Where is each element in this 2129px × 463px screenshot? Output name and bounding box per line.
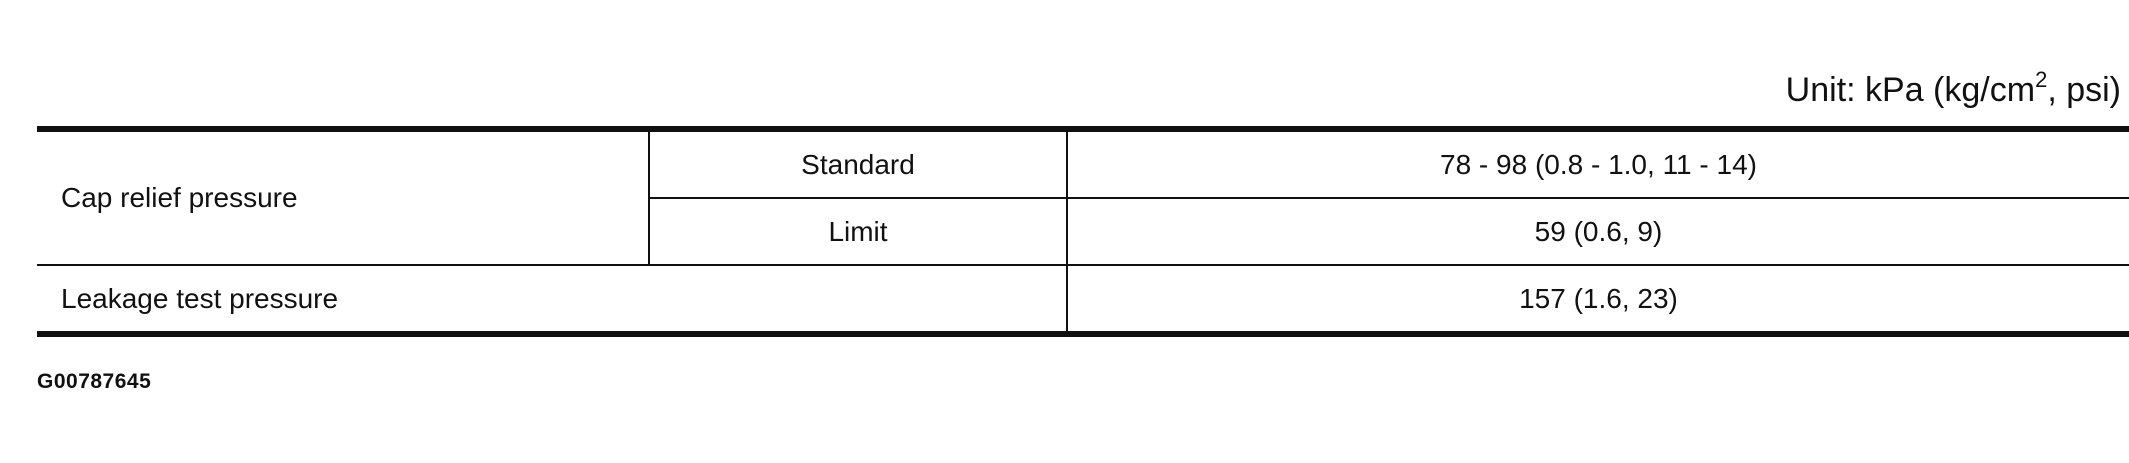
unit-suffix: , psi): [2047, 71, 2121, 109]
condition-limit: Limit: [648, 197, 1068, 265]
unit-prefix: Unit: kPa (kg/cm: [1785, 71, 2036, 109]
value-standard: 78 - 98 (0.8 - 1.0, 11 - 14): [1067, 126, 2129, 198]
item-cap-relief-pressure: Cap relief pressure: [37, 126, 649, 265]
table-row: Limit 59 (0.6, 9): [37, 197, 2129, 265]
unit-label: Unit: kPa (kg/cm2, psi): [1785, 67, 2121, 110]
table-row: Cap relief pressure Standard 78 - 98 (0.…: [37, 126, 2129, 265]
figure-id: G00787645: [37, 370, 152, 393]
value-limit: 59 (0.6, 9): [1067, 197, 2129, 265]
unit-superscript: 2: [2035, 67, 2048, 92]
radiator-cap-spec-table: Cap relief pressure Standard 78 - 98 (0.…: [37, 126, 2129, 337]
value-leakage-test: 157 (1.6, 23): [1067, 264, 2129, 337]
item-leakage-test-pressure: Leakage test pressure: [37, 264, 1068, 337]
condition-standard: Standard: [648, 126, 1068, 198]
table-row: Leakage test pressure 157 (1.6, 23): [37, 264, 2129, 337]
